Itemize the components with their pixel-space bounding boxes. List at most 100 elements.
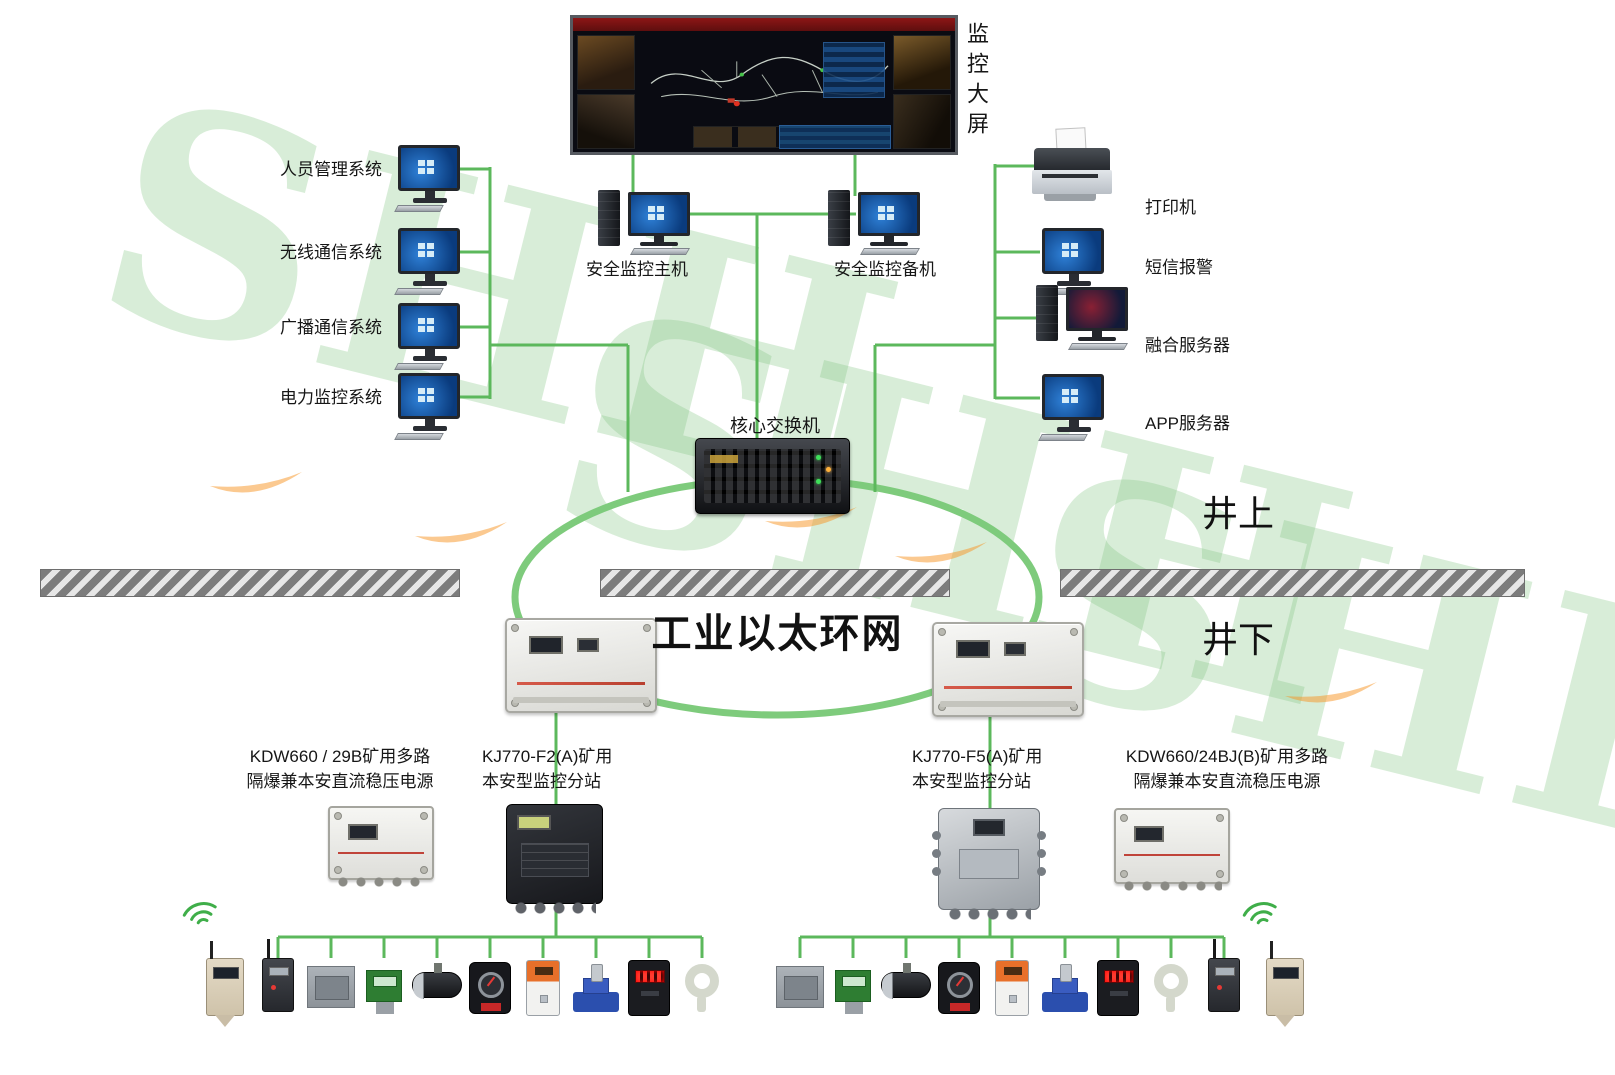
- enclosure-red-stripe: [517, 682, 645, 685]
- sensor-display: [842, 976, 866, 987]
- label-backup-host: 安全监控备机: [834, 260, 936, 279]
- enclosure-hinge: [513, 697, 649, 703]
- kj770-f5-substation: [932, 808, 1046, 921]
- ring-substation-left: [505, 618, 657, 713]
- tail: [1166, 996, 1175, 1012]
- antenna: [210, 941, 213, 959]
- label-left-power-supply: KDW660 / 29B矿用多路 隔爆兼本安直流稳压电源: [225, 744, 455, 794]
- enclosure-display: [529, 636, 563, 654]
- button: [1009, 995, 1017, 1003]
- label-line: KDW660 / 29B矿用多路: [249, 747, 431, 766]
- blue-valve-icon: [1042, 964, 1088, 1012]
- enclosure-red-stripe: [944, 686, 1072, 689]
- camera-thumbnail: [893, 94, 951, 149]
- fusion-server-pc: [1036, 285, 1134, 353]
- label-power-monitoring-system: 电力监控系统: [280, 388, 382, 407]
- screw: [420, 866, 428, 874]
- monitor-stand: [1092, 331, 1102, 337]
- green-sensor-icon: [366, 970, 402, 1014]
- safety-monitor-main-host-pc: [598, 190, 696, 258]
- kdw660-power-supply-left: [328, 806, 434, 887]
- ground-hatch-middle: [600, 569, 950, 597]
- wireless-sensor-icon: [1266, 941, 1304, 1027]
- fitting: [434, 963, 442, 973]
- monitor-base: [413, 356, 447, 361]
- cylinder-sensor-icon: [881, 963, 931, 999]
- end-cap: [882, 973, 893, 999]
- psu-red-stripe: [338, 852, 424, 854]
- video-wall-title-bar: [573, 18, 955, 31]
- blue-valve-icon: [573, 964, 619, 1012]
- monitor-stand: [654, 236, 664, 242]
- valve-base: [1042, 992, 1088, 1012]
- pc-tower: [828, 190, 850, 246]
- pc-tower: [598, 190, 620, 246]
- led-display-sensor-icon: [1097, 960, 1139, 1016]
- monitor-stand: [425, 419, 435, 426]
- screw: [938, 628, 946, 636]
- cable-glands: [1122, 881, 1222, 891]
- cable-glands: [513, 902, 596, 915]
- monitor-base: [1057, 427, 1091, 432]
- keyboard: [394, 288, 444, 295]
- substation-display: [517, 815, 551, 830]
- screw: [334, 866, 342, 874]
- label-personnel-system: 人员管理系统: [280, 160, 382, 179]
- screw: [1120, 870, 1128, 878]
- keyboard: [629, 248, 691, 255]
- label-above-ground: 井上: [1202, 493, 1275, 534]
- gauge-sensor-icon: [469, 962, 511, 1014]
- led-display: [1104, 970, 1134, 983]
- windows-logo-icon: [1062, 389, 1069, 395]
- dial: [478, 972, 504, 998]
- windows-logo-icon: [878, 206, 885, 212]
- led-display: [635, 970, 665, 983]
- screw: [1070, 628, 1078, 636]
- label-fusion-server: 融合服务器: [1145, 336, 1230, 355]
- button: [540, 995, 548, 1003]
- windows-logo-icon: [418, 388, 425, 394]
- panel: [315, 976, 349, 1000]
- camera-thumbnail: [577, 94, 635, 149]
- panel: [784, 976, 818, 1000]
- enclosure-display: [956, 640, 990, 658]
- orange-sensor-icon: [995, 960, 1029, 1016]
- switch-led: [826, 467, 831, 472]
- monitor-base: [640, 242, 678, 246]
- wifi-signal-icon: [1242, 902, 1277, 925]
- wifi-signal-icon: [182, 902, 217, 925]
- valve-body: [583, 978, 609, 994]
- button-row: [1110, 991, 1128, 996]
- camera-thumbnail: [577, 35, 635, 90]
- substation-display: [973, 819, 1005, 836]
- monitor-screen: [1042, 228, 1104, 274]
- windows-logo-icon: [418, 243, 425, 249]
- monitor-stand: [1069, 274, 1079, 281]
- button-row: [641, 991, 659, 996]
- screw: [1120, 814, 1128, 822]
- label-line: 本安型监控分站: [912, 772, 1031, 791]
- substation-panel: [959, 849, 1019, 879]
- app-server-monitor: [1038, 374, 1106, 441]
- monitor-stand: [425, 349, 435, 356]
- red-tag: [481, 1003, 501, 1011]
- enclosure-hinge: [940, 701, 1076, 707]
- mount: [376, 1002, 394, 1014]
- video-wall-data-table: [823, 42, 885, 98]
- sms-alarm-monitor: [1038, 228, 1106, 295]
- keyboard: [1038, 434, 1088, 441]
- label-underground: 井下: [1202, 619, 1275, 660]
- cable-glands: [336, 877, 426, 887]
- ring: [685, 964, 719, 998]
- label-right-substation: KJ770-F5(A)矿用 本安型监控分站: [912, 744, 1097, 794]
- end-cap: [413, 973, 424, 999]
- core-switch-device: [695, 438, 850, 514]
- monitor-base: [413, 198, 447, 203]
- sensor-display: [535, 967, 553, 975]
- label-main-host: 安全监控主机: [586, 260, 688, 279]
- junction-box-icon: [307, 966, 355, 1008]
- label-left-substation: KJ770-F2(A)矿用 本安型监控分站: [482, 744, 667, 794]
- cable-glands: [947, 908, 1031, 921]
- keyboard: [394, 363, 444, 370]
